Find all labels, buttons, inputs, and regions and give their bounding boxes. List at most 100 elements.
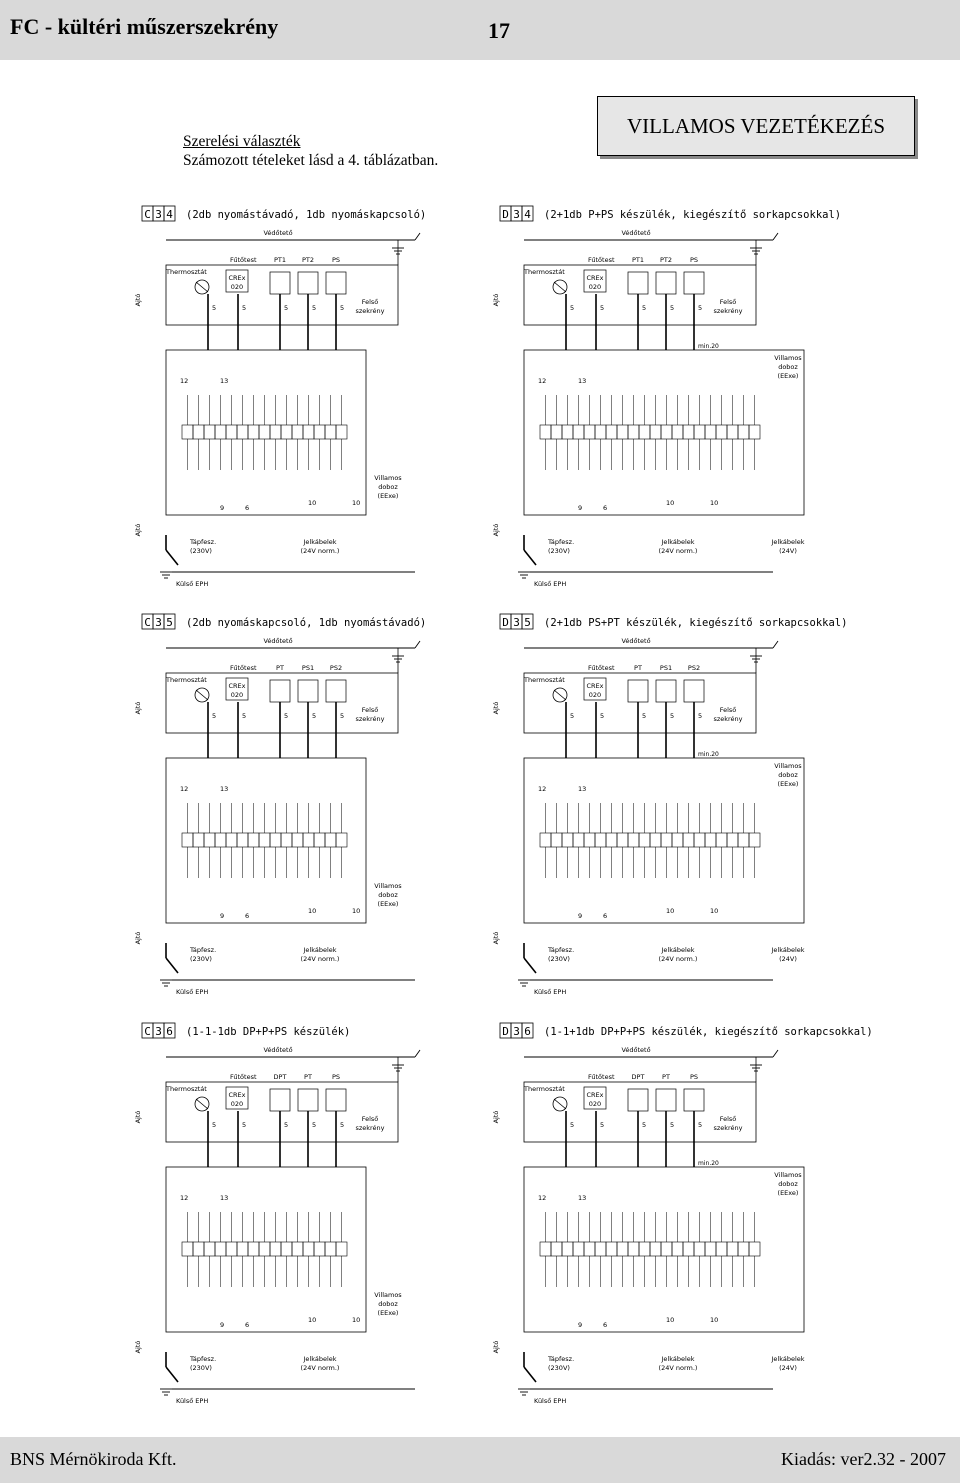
door-label: Ajtó (134, 932, 142, 945)
heater-label: Fűtőtest (588, 255, 615, 264)
item-number: 5 (642, 1121, 646, 1129)
diagram-code-char: C (144, 1025, 151, 1038)
item-number: 5 (642, 712, 646, 720)
diagram-code-char: D (502, 1025, 509, 1038)
footer-company: BNS Mérnökiroda Kft. (10, 1449, 177, 1469)
door-label: Ajtó (134, 1341, 142, 1354)
item-number: 6 (603, 912, 607, 920)
diagram-code-char: 3 (513, 1025, 520, 1038)
code-box (163, 613, 176, 630)
device-label: PT1 (274, 256, 286, 264)
diagram-title: (2+1db PS+PT készülék, kiegészítő sorkap… (544, 617, 847, 629)
elec-box-label: (EExe) (378, 492, 399, 500)
item-number: 10 (352, 1316, 360, 1324)
document-title: FC - kültéri műszerszekrény (10, 14, 279, 39)
item-number: 9 (578, 912, 582, 920)
item-number: 13 (578, 785, 586, 793)
signal-cables-label: (24V norm.) (301, 547, 340, 555)
diagram-code-char: 6 (524, 1025, 531, 1038)
door-label: Ajtó (492, 702, 500, 715)
elec-box-label: Villamos (774, 762, 802, 770)
protective-roof-label: Védőtető (263, 1045, 292, 1054)
elec-box-label: (EExe) (778, 1189, 799, 1197)
elec-box-label: Villamos (774, 354, 802, 362)
signal-cables-label: Jelkábelek (770, 946, 804, 954)
diagram-code-char: 3 (155, 616, 162, 629)
external-eph-label: Külső EPH (534, 987, 566, 996)
door-label: Ajtó (134, 1111, 142, 1124)
item-number: 5 (698, 1121, 702, 1129)
item-number: 5 (212, 304, 216, 312)
external-eph-label: Külső EPH (176, 987, 208, 996)
item-number: 10 (308, 1316, 316, 1324)
item-number: 12 (180, 377, 188, 385)
elec-box-label: (EExe) (778, 372, 799, 380)
thermostat-label: Thermosztát (165, 268, 207, 276)
signal-cables-label: Jelkábelek (770, 1355, 804, 1363)
item-number: 9 (578, 1321, 582, 1329)
device-label: PT (304, 1073, 312, 1081)
power-label: (230V) (548, 547, 570, 555)
diagram-code-char: 3 (155, 1025, 162, 1038)
diagram-title: (1-1-1db DP+P+PS készülék) (186, 1026, 350, 1038)
elec-box-label: (EExe) (778, 780, 799, 788)
item-number: 10 (308, 499, 316, 507)
item-number: 12 (538, 377, 546, 385)
item-number: 5 (698, 712, 702, 720)
item-number: 5 (600, 712, 604, 720)
thermostat-label: Thermosztát (165, 1085, 207, 1093)
device-label: PT1 (632, 256, 644, 264)
external-eph-label: Külső EPH (534, 1396, 566, 1405)
crex-number: 020 (589, 691, 601, 699)
device-label: DPT (632, 1073, 645, 1081)
protective-roof-label: Védőtető (621, 636, 650, 645)
item-number: 10 (710, 1316, 718, 1324)
item-number: 9 (220, 912, 224, 920)
code-box (521, 1022, 534, 1039)
page-number: 17 (488, 18, 510, 43)
door-label: Ajtó (492, 1341, 500, 1354)
diagram-code-char: 3 (513, 208, 520, 221)
crex-label: CREx (586, 682, 603, 690)
item-number: 5 (284, 304, 288, 312)
elec-box-label: (EExe) (378, 900, 399, 908)
code-box (163, 1022, 176, 1039)
device-label: PT2 (660, 256, 672, 264)
elec-box-label: Villamos (374, 474, 402, 482)
signal-cables-label: (24V) (779, 955, 797, 963)
device-label: DPT (274, 1073, 287, 1081)
item-number: 5 (312, 1121, 316, 1129)
diagram-title: (2db nyomáskapcsoló, 1db nyomástávadó) (186, 617, 426, 629)
heater-label: Fűtőtest (588, 663, 615, 672)
item-number: 10 (710, 907, 718, 915)
door-label: Ajtó (492, 524, 500, 537)
thermostat-label: Thermosztát (523, 268, 565, 276)
min-distance-label: min.20 (698, 751, 719, 758)
protective-roof-label: Védőtető (621, 1045, 650, 1054)
power-label: Tápfesz. (189, 1355, 216, 1363)
item-number: 5 (570, 304, 574, 312)
item-number: 5 (600, 1121, 604, 1129)
signal-cables-label: Jelkábelek (770, 538, 804, 546)
door-label: Ajtó (492, 932, 500, 945)
diagram-code-char: D (502, 208, 509, 221)
diagram-code-char: 6 (166, 1025, 173, 1038)
item-number: 5 (600, 304, 604, 312)
thermostat-label: Thermosztát (165, 676, 207, 684)
crex-label: CREx (228, 274, 245, 282)
code-box (521, 613, 534, 630)
elec-box-label: doboz (378, 1300, 398, 1308)
min-distance-label: min.20 (698, 1160, 719, 1167)
item-number: 10 (710, 499, 718, 507)
upper-cabinet-label: szekrény (355, 715, 384, 723)
power-label: (230V) (190, 1364, 212, 1372)
code-box (163, 205, 176, 222)
elec-box-label: doboz (778, 363, 798, 371)
diagram-code-char: 4 (524, 208, 531, 221)
upper-cabinet-label: Felső (720, 705, 737, 714)
door-label: Ajtó (134, 294, 142, 307)
